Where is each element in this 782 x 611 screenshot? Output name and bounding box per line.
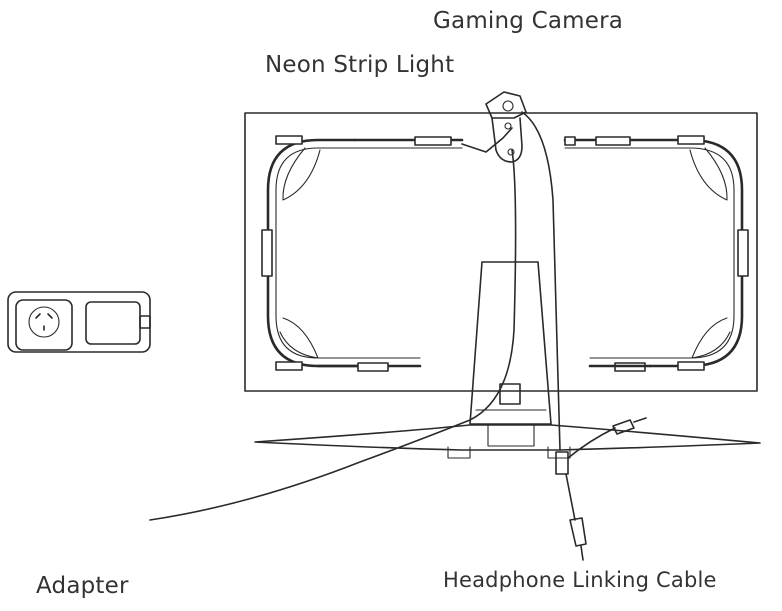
neon-strip-bottom-right [588,357,652,368]
neon-strip-top-left [353,127,513,153]
monitor-base [254,424,761,451]
monitor-stand [447,261,571,459]
headphone-linking-cable-label: Headphone Linking Cable [443,568,717,592]
camera-cable [521,111,561,451]
neon-strip-left-loop [261,135,360,371]
neon-strip-bottom-left [316,357,422,372]
adapter [7,291,151,353]
neon-strip-right-loop [563,135,749,372]
adapter-label: Adapter [36,573,129,599]
headphone-linking-cable [555,417,647,561]
monitor-back [244,112,758,392]
gaming-camera [485,91,527,163]
power-cable [149,149,517,521]
neon-strip-light-label: Neon Strip Light [265,52,455,78]
gaming-camera-label: Gaming Camera [433,8,624,34]
